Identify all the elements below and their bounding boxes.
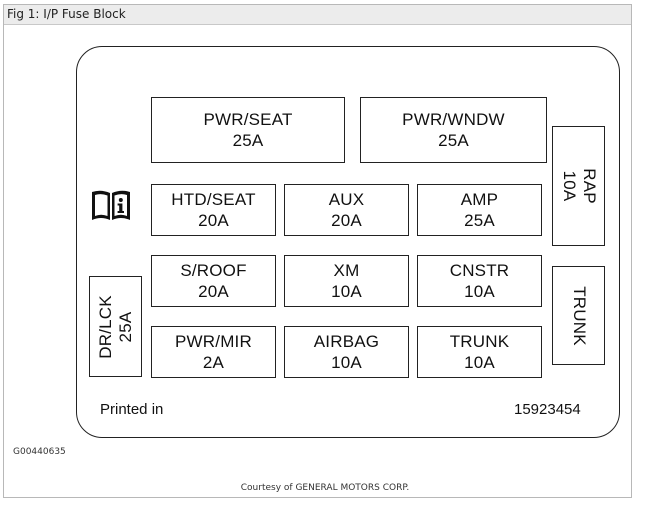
- fuse-rating: 20A: [198, 282, 229, 301]
- fuse-rating: 10A: [331, 353, 362, 372]
- printed-in-label: Printed in: [100, 401, 164, 418]
- fuse-trunk: TRUNK 10A: [417, 326, 542, 378]
- fuse-rap-label: RAP 10A: [559, 168, 599, 204]
- fuse-name: CNSTR: [449, 261, 510, 280]
- fuse-rating: 25A: [464, 211, 495, 230]
- relay-name: TRUNK: [569, 285, 589, 346]
- fuse-pwr-seat: PWR/SEAT 25A: [151, 97, 345, 163]
- fuse-name: HTD/SEAT: [171, 190, 256, 209]
- fuse-name: DR/LCK: [95, 294, 115, 359]
- relay-trunk-label: TRUNK: [569, 286, 589, 346]
- fuse-xm: XM 10A: [284, 255, 409, 307]
- fuse-name: AMP: [460, 190, 499, 209]
- fuse-name: TRUNK: [449, 332, 510, 351]
- fuse-name: AUX: [328, 190, 365, 209]
- fuse-rating: 25A: [232, 131, 264, 150]
- fuse-aux: AUX 20A: [284, 184, 409, 236]
- fuse-rating: 10A: [464, 353, 495, 372]
- relay-trunk: TRUNK: [552, 266, 605, 365]
- fuse-rating: 2A: [202, 353, 225, 372]
- fuse-name: PWR/SEAT: [203, 110, 293, 129]
- fuse-dr-lck-label: DR/LCK 25A: [96, 295, 136, 359]
- fuse-rating: 20A: [331, 211, 362, 230]
- fuse-cnstr: CNSTR 10A: [417, 255, 542, 307]
- courtesy-credit: Courtesy of GENERAL MOTORS CORP.: [240, 483, 410, 493]
- fuse-name: PWR/MIR: [175, 332, 252, 351]
- fuse-name: AIRBAG: [313, 332, 380, 351]
- fuse-name: XM: [333, 261, 360, 280]
- figure-frame: Fig 1: I/P Fuse Block: [3, 4, 632, 498]
- fuse-rating: 20A: [198, 211, 229, 230]
- fuse-name: PWR/WNDW: [402, 110, 505, 129]
- fuse-htd-seat: HTD/SEAT 20A: [151, 184, 276, 236]
- fuse-rating: 10A: [559, 170, 579, 202]
- image-id: G00440635: [13, 447, 66, 457]
- fuse-airbag: AIRBAG 10A: [284, 326, 409, 378]
- fuse-name: S/ROOF: [180, 261, 247, 280]
- fuse-rap: RAP 10A: [552, 126, 605, 246]
- fuse-name: RAP: [579, 168, 599, 204]
- fuse-dr-lck: DR/LCK 25A: [89, 276, 142, 377]
- fuse-rating: 10A: [331, 282, 362, 301]
- fuse-block-outline: [76, 46, 620, 438]
- fuse-pwr-wndw: PWR/WNDW 25A: [360, 97, 547, 163]
- fuse-rating: 10A: [464, 282, 495, 301]
- fuse-s-roof: S/ROOF 20A: [151, 255, 276, 307]
- fuse-rating: 25A: [438, 131, 469, 150]
- figure-caption: Fig 1: I/P Fuse Block: [7, 7, 126, 21]
- fuse-pwr-mir: PWR/MIR 2A: [151, 326, 276, 378]
- owners-manual-info-icon: [92, 190, 130, 220]
- figure-caption-bar: Fig 1: I/P Fuse Block: [4, 5, 631, 25]
- fuse-rating: 25A: [115, 311, 135, 342]
- fuse-amp: AMP 25A: [417, 184, 542, 236]
- part-number: 15923454: [514, 401, 581, 418]
